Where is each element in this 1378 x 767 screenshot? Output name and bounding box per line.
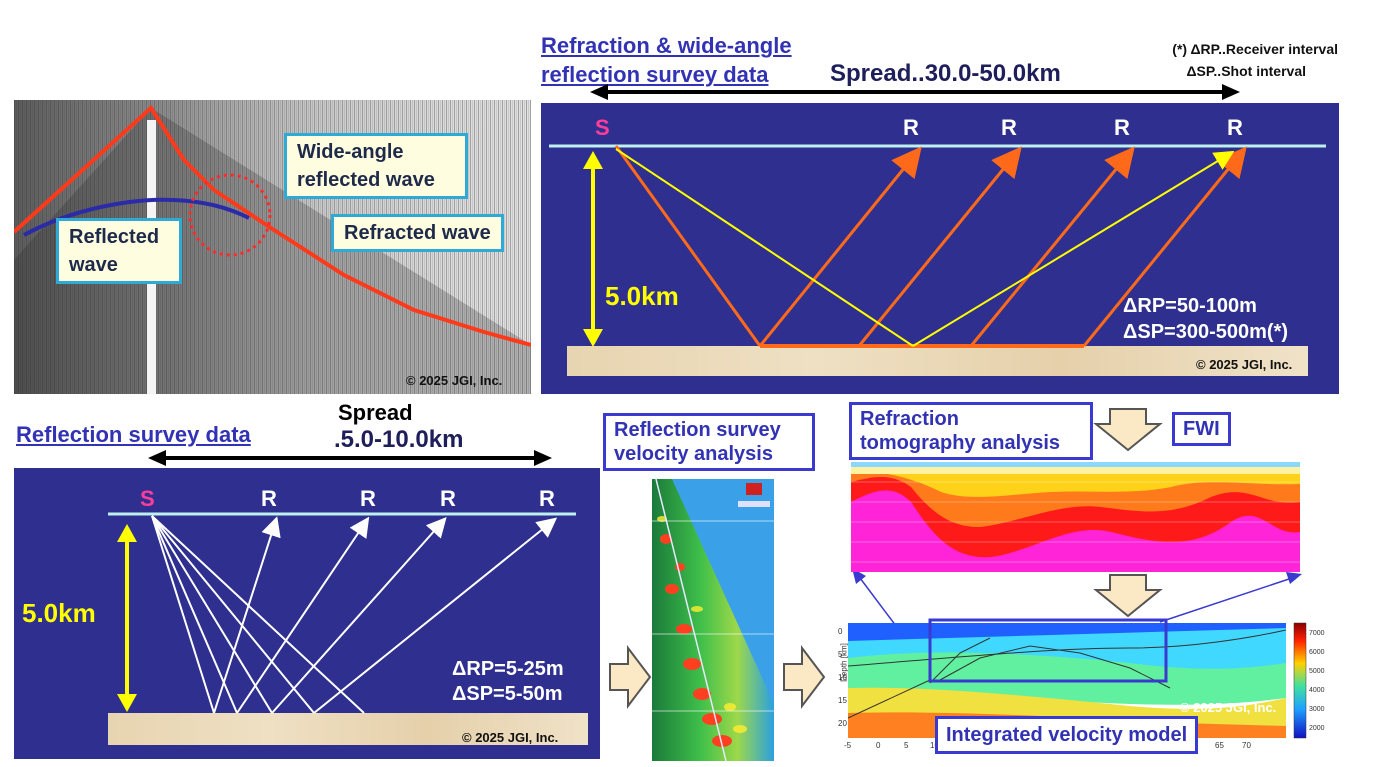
tomography-panel xyxy=(851,462,1300,572)
cbar-tick: 5000 xyxy=(1309,668,1325,675)
reflection-receiver-1: R xyxy=(261,486,277,511)
refracted-curve xyxy=(14,104,531,347)
seismogram-copyright: © 2025 JGI, Inc. xyxy=(406,373,503,388)
refraction-diagram: S R R R R 5.0km ΔRP=50-100m ΔSP=300-500m… xyxy=(541,103,1339,394)
down-arrow-2 xyxy=(1093,574,1163,618)
interval-note: (*) ΔRP..Receiver interval ΔSP..Shot int… xyxy=(1133,38,1338,82)
refraction-receiver-4: R xyxy=(1227,115,1243,140)
reflected-label-2: wave xyxy=(69,254,118,276)
integrated-image xyxy=(847,618,1307,739)
right-arrow-2 xyxy=(783,645,826,709)
refraction-drp: ΔRP=50-100m xyxy=(1123,295,1257,317)
note-line-1: (*) ΔRP..Receiver interval xyxy=(1172,41,1338,57)
reflection-title[interactable]: Reflection survey data xyxy=(16,422,251,447)
refraction-receiver-3: R xyxy=(1114,115,1130,140)
reflection-ground xyxy=(108,713,588,745)
refraction-receiver-2: R xyxy=(1001,115,1017,140)
tomography-title: Refraction tomography analysis xyxy=(849,402,1093,460)
integrated-yticks: 0 5 10 15 20 xyxy=(838,620,847,735)
reflected-label-1: Reflected xyxy=(69,226,160,248)
ytick: 0 xyxy=(838,627,843,636)
ytick: 20 xyxy=(838,719,847,728)
refraction-rays xyxy=(549,144,1326,348)
refraction-ground xyxy=(567,346,1308,376)
integrated-xtick: 0 xyxy=(876,741,881,750)
integrated-xtick: 10 xyxy=(930,741,939,750)
velocity-analysis-panel xyxy=(652,479,774,761)
right-arrow-1 xyxy=(609,645,652,709)
colorbar-ticks: 7000 6000 5000 4000 3000 2000 xyxy=(1309,624,1325,738)
tomography-image xyxy=(851,462,1300,572)
velocity-title-1: Reflection survey xyxy=(614,419,781,441)
refraction-source: S xyxy=(595,115,610,140)
refracted-callout: Refracted wave xyxy=(331,214,504,252)
reflection-drp: ΔRP=5-25m xyxy=(452,658,564,680)
velocity-title-2: velocity analysis xyxy=(614,443,773,465)
reflected-curve xyxy=(23,197,250,237)
refraction-depth: 5.0km xyxy=(605,281,679,311)
reflection-depth: 5.0km xyxy=(22,598,96,628)
integrated-copyright: © 2025 JGI, Inc. xyxy=(1180,700,1277,715)
reflection-receiver-2: R xyxy=(360,486,376,511)
integrated-xtick: -5 xyxy=(844,741,852,750)
wide-angle-label-1: Wide-angle xyxy=(297,141,404,163)
refraction-title-1: Refraction & wide-angle xyxy=(541,33,792,58)
reflection-spread-word: Spread xyxy=(338,400,413,425)
ytick: 10 xyxy=(838,673,847,682)
reflection-source: S xyxy=(140,486,155,511)
reflection-rays xyxy=(108,512,576,714)
reflection-receiver-4: R xyxy=(539,486,555,511)
integrated-panel: Depth [km] 0 5 10 15 20 -5 0 5 10 65 70 … xyxy=(830,618,1325,758)
note-line-2: ΔSP..Shot interval xyxy=(1186,63,1306,79)
tomography-title-1: Refraction xyxy=(860,408,959,430)
reflection-diagram: S R R R R 5.0km ΔRP=5-25m ΔSP=5-50m © 20… xyxy=(14,468,600,759)
cbar-tick: 3000 xyxy=(1309,706,1325,713)
reflection-spread-value: .5.0-10.0km xyxy=(334,426,464,453)
reflected-callout: Reflected wave xyxy=(56,218,182,284)
reflection-receiver-3: R xyxy=(440,486,456,511)
semblance-plot xyxy=(652,479,774,761)
ytick: 5 xyxy=(838,650,843,659)
refraction-copyright: © 2025 JGI, Inc. xyxy=(1196,357,1293,372)
fwi-box: FWI xyxy=(1172,412,1231,446)
refraction-title-2: reflection survey data xyxy=(541,62,769,87)
refraction-spread-label: Spread..30.0-50.0km xyxy=(830,60,1061,87)
tomography-title-2: tomography analysis xyxy=(860,432,1061,454)
ytick: 15 xyxy=(838,696,847,705)
cbar-tick: 6000 xyxy=(1309,649,1325,656)
velocity-analysis-title: Reflection survey velocity analysis xyxy=(603,413,815,471)
integrated-xtick: 5 xyxy=(904,741,909,750)
wide-angle-label-2: reflected wave xyxy=(297,169,435,191)
down-arrow-1 xyxy=(1093,408,1163,452)
refraction-title[interactable]: Refraction & wide-angle reflection surve… xyxy=(541,31,792,89)
integrated-title: Integrated velocity model xyxy=(935,716,1199,754)
integrated-xtick: 65 xyxy=(1215,741,1224,750)
refraction-receiver-1: R xyxy=(903,115,919,140)
wide-angle-callout: Wide-angle reflected wave xyxy=(284,133,468,199)
reflection-copyright: © 2025 JGI, Inc. xyxy=(462,730,559,745)
wide-angle-circle xyxy=(188,173,272,257)
cbar-tick: 7000 xyxy=(1309,630,1325,637)
refraction-dsp: ΔSP=300-500m(*) xyxy=(1123,321,1289,343)
integrated-xtick: 70 xyxy=(1242,741,1251,750)
reflection-dsp: ΔSP=5-50m xyxy=(452,683,563,705)
cbar-tick: 2000 xyxy=(1309,725,1325,732)
cbar-tick: 4000 xyxy=(1309,687,1325,694)
